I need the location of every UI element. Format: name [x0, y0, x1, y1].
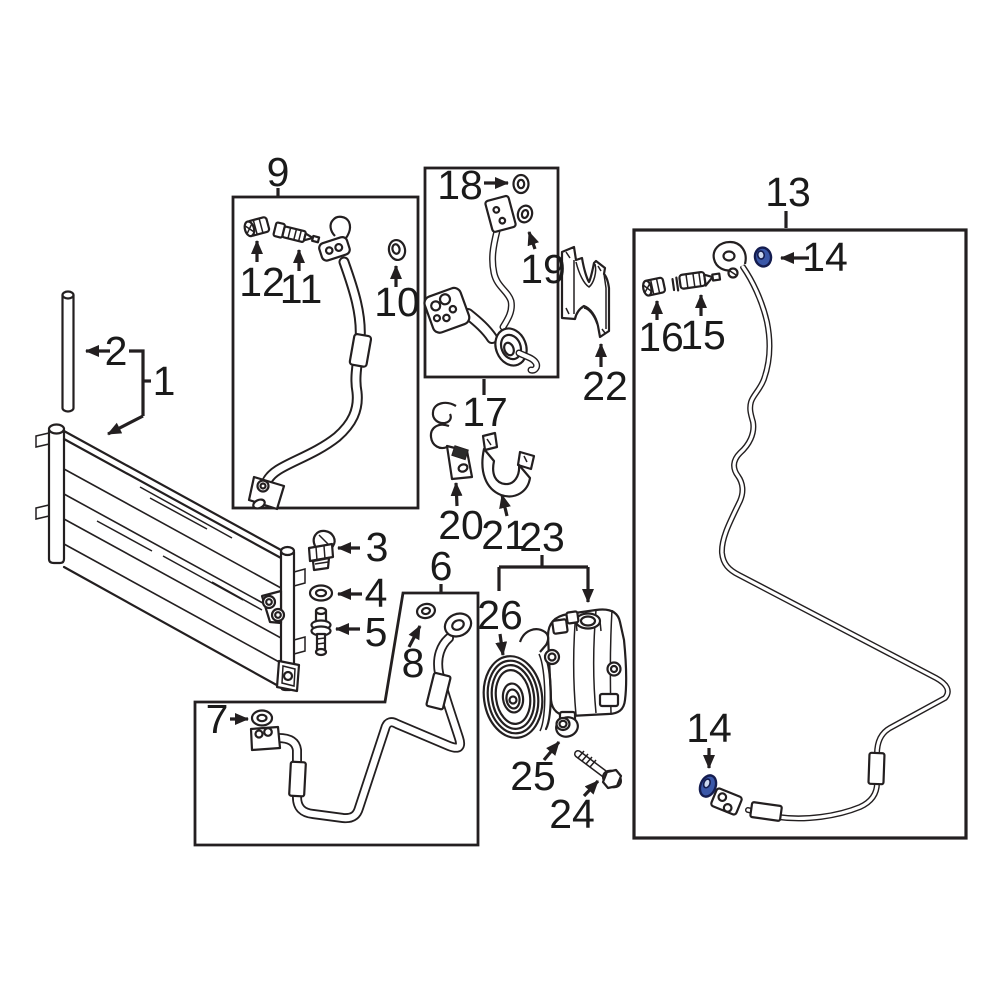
label-part-1: 1 — [153, 358, 176, 404]
label-part-6: 6 — [430, 543, 453, 589]
label-part-7: 7 — [206, 696, 229, 742]
seal-washer-part8 — [415, 602, 437, 620]
cap-part12 — [243, 216, 271, 238]
o-ring-part19 — [516, 204, 534, 224]
clamp-part20 — [429, 401, 474, 481]
label-part-5: 5 — [365, 609, 388, 655]
suction-hose-part9 — [247, 215, 373, 511]
label-part-26: 26 — [477, 592, 523, 638]
pressure-sensor-part3 — [307, 529, 336, 572]
valve-core-part11 — [272, 221, 321, 244]
label-part-16: 16 — [638, 314, 684, 360]
label-part-2: 2 — [105, 328, 128, 374]
label-part-18: 18 — [437, 162, 483, 208]
discharge-hose-part17 — [423, 194, 541, 374]
liquid-hose-part6 — [249, 612, 473, 824]
bushing-part25 — [555, 716, 579, 738]
label-part-9: 9 — [267, 149, 290, 195]
label-part-23: 23 — [519, 514, 565, 560]
label-part-14-top: 14 — [802, 234, 848, 280]
label-part-8: 8 — [402, 640, 425, 686]
strap-part21 — [481, 431, 536, 498]
o-ring-part14-top-highlighted — [753, 246, 773, 268]
bracket-part22 — [560, 245, 611, 339]
cap-part16 — [641, 276, 667, 297]
label-part-15: 15 — [680, 312, 726, 358]
hose-port-fitting — [249, 725, 282, 752]
o-ring-part10 — [387, 238, 407, 262]
detail-box-17 — [423, 166, 560, 379]
charge-valve-part5 — [310, 606, 332, 657]
label-part-12: 12 — [239, 259, 285, 305]
label-part-11: 11 — [280, 266, 323, 312]
label-part-20: 20 — [438, 502, 484, 548]
label-part-10: 10 — [374, 279, 420, 325]
label-part-17: 17 — [462, 389, 508, 435]
callout-arrows — [85, 177, 809, 798]
label-part-19: 19 — [520, 246, 566, 292]
label-part-13: 13 — [765, 169, 811, 215]
label-part-25: 25 — [510, 753, 556, 799]
label-part-22: 22 — [582, 363, 628, 409]
label-part-3: 3 — [366, 524, 389, 570]
o-ring-part18 — [512, 173, 530, 195]
condenser-assembly — [35, 290, 306, 693]
label-part-24: 24 — [549, 791, 595, 837]
bolt-part24 — [574, 750, 623, 790]
condenser-pipe-part2 — [61, 290, 75, 413]
label-part-14-bottom: 14 — [686, 705, 732, 751]
label-part-4: 4 — [365, 570, 388, 616]
label-part-21: 21 — [481, 512, 527, 558]
part-number-labels: 1 2 3 4 5 6 7 8 9 10 11 12 13 14 14 15 1… — [105, 149, 848, 837]
o-ring-part14-bottom-highlighted — [698, 774, 718, 798]
detail-box-13 — [632, 228, 968, 840]
hose-sleeve — [348, 333, 373, 368]
valve-core-part15 — [671, 270, 722, 292]
seal-washer-part4 — [308, 584, 334, 602]
seal-washer-part7 — [250, 709, 274, 727]
compressor-part23 — [482, 608, 628, 739]
detail-box-6 — [193, 591, 480, 847]
clutch-pulley-part26 — [482, 655, 544, 739]
manifold-fitting — [423, 286, 471, 334]
refrigerant-line-part13 — [710, 240, 951, 822]
hose-ring-fitting — [443, 612, 473, 638]
detail-box-9 — [231, 195, 420, 510]
line-end-fitting — [710, 787, 743, 816]
condenser-core-part1 — [35, 423, 306, 693]
